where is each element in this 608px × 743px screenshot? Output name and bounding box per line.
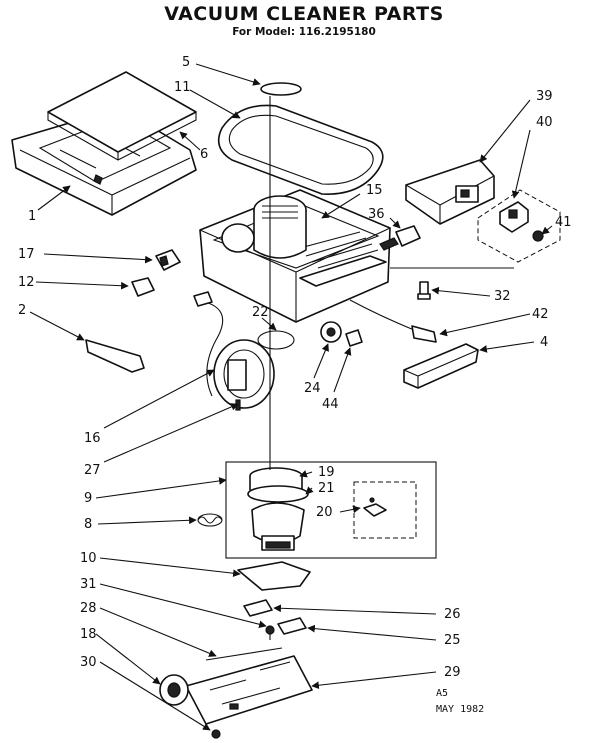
stamp-code: A5: [436, 688, 448, 699]
callout-40: 40: [536, 115, 553, 130]
callout-36: 36: [368, 207, 385, 222]
callout-18: 18: [80, 627, 97, 642]
callout-labels: 5 11 6 1 15 36 39 40 41 17 12 2 22 32 42…: [18, 55, 572, 680]
callout-8: 8: [84, 517, 92, 532]
callout-15: 15: [366, 183, 383, 198]
part-44-clip: [345, 329, 363, 347]
part-36-switch: [379, 225, 421, 251]
callout-27: 27: [84, 463, 101, 478]
callout-9: 9: [84, 491, 92, 506]
callout-1: 1: [28, 209, 36, 224]
callout-10: 10: [80, 551, 97, 566]
callout-31: 31: [80, 577, 97, 592]
part-25-block: [277, 617, 307, 635]
callout-29: 29: [444, 665, 461, 680]
callout-12: 12: [18, 275, 35, 290]
callout-24: 24: [304, 381, 321, 396]
callout-42: 42: [532, 307, 549, 322]
callout-39: 39: [536, 89, 553, 104]
part-6-cover: [47, 71, 197, 161]
model-subtitle: For Model: 116.2195180: [232, 26, 376, 38]
part-10-plate: [237, 561, 311, 591]
callout-19: 19: [318, 465, 335, 480]
part-42-cord: [349, 299, 437, 343]
callout-28: 28: [80, 601, 97, 616]
callout-6: 6: [200, 147, 208, 162]
callout-32: 32: [494, 289, 511, 304]
page-title: VACUUM CLEANER PARTS: [164, 3, 444, 25]
part-30-wheel: [159, 674, 189, 706]
part-18-screw: [211, 729, 221, 739]
callout-22: 22: [252, 305, 269, 320]
leader-lines: [29, 63, 553, 731]
part-12-block: [131, 277, 155, 297]
part-26-block: [243, 599, 273, 617]
stamp-date: MAY 1982: [436, 704, 484, 715]
callout-25: 25: [444, 633, 461, 648]
part-11-gasket: [217, 104, 384, 195]
part-16-cord-reel: [193, 291, 275, 411]
callout-17: 17: [18, 247, 35, 262]
callout-20: 20: [316, 505, 333, 520]
part-39-bag-holder: [405, 159, 495, 225]
callout-44: 44: [322, 397, 339, 412]
part-22-o-ring: [257, 330, 295, 350]
callout-21: 21: [318, 481, 335, 496]
part-15-housing: [199, 189, 391, 323]
part-24-hub: [320, 321, 342, 343]
callout-11: 11: [174, 80, 191, 95]
part-17-switch: [155, 249, 181, 271]
part-8-spring: [197, 513, 223, 527]
part-4-handle: [403, 343, 479, 389]
callout-4: 4: [540, 335, 548, 350]
part-40-41-group: [477, 189, 561, 263]
callout-30: 30: [80, 655, 97, 670]
part-9-motor-assembly: [225, 461, 437, 559]
callout-2: 2: [18, 303, 26, 318]
part-28-axle: [205, 647, 283, 661]
callout-41: 41: [555, 215, 572, 230]
part-31-screw: [265, 625, 275, 640]
callout-26: 26: [444, 607, 461, 622]
part-32-bolt: [417, 281, 431, 300]
callout-16: 16: [84, 431, 101, 446]
part-2-bracket: [85, 339, 145, 373]
part-29-bottom-plate: [185, 655, 313, 725]
part-5-disc: [260, 82, 302, 96]
callout-5: 5: [182, 55, 190, 70]
